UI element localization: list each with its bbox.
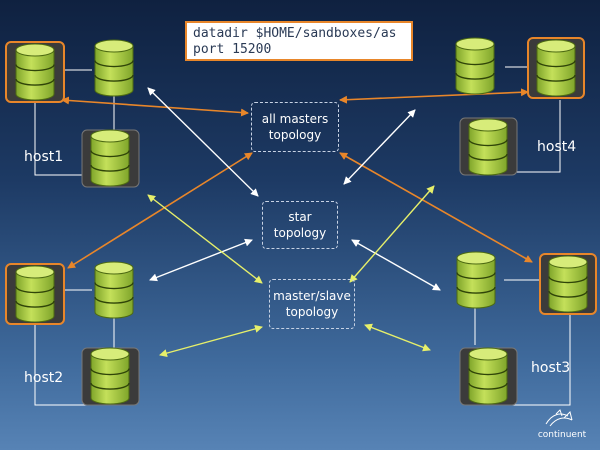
host1-label: host1 [24, 149, 64, 165]
database-icon [548, 255, 588, 313]
config-line-datadir: datadir $HOME/sandboxes/as [193, 26, 397, 41]
database-icon [94, 261, 134, 319]
all-masters-label-2: topology [268, 128, 322, 142]
config-box: datadir $HOME/sandboxes/as port 15200 [185, 21, 413, 61]
brand-name: continuent [537, 430, 587, 440]
database-icon [15, 43, 55, 101]
database-icon [455, 37, 495, 95]
continuent-logo-icon [545, 409, 573, 427]
database-icon [468, 118, 508, 176]
database-icon [456, 251, 496, 309]
master-slave-label-1: master/slave [273, 289, 351, 303]
master-slave-arrows [147, 185, 435, 358]
host4-label: host4 [537, 139, 577, 155]
database-icon [90, 129, 130, 187]
host3-label: host3 [531, 360, 571, 376]
all-masters-label-1: all masters [261, 112, 329, 126]
star-label-2: topology [273, 226, 327, 240]
brand-logo: continuent [532, 408, 592, 444]
master-slave-label-2: topology [285, 305, 339, 319]
database-icon [15, 265, 55, 323]
master-slave-topology-box: master/slave topology [269, 279, 355, 329]
star-topology-box: star topology [262, 201, 338, 249]
config-line-port: port 15200 [193, 42, 272, 57]
host2-label: host2 [24, 370, 64, 386]
star-label-1: star [288, 210, 312, 224]
database-icon [90, 347, 130, 405]
database-icon [468, 347, 508, 405]
all-masters-topology-box: all masters topology [251, 102, 339, 152]
database-icon [94, 39, 134, 97]
database-icon [536, 39, 576, 97]
database-cylinders [15, 37, 588, 405]
